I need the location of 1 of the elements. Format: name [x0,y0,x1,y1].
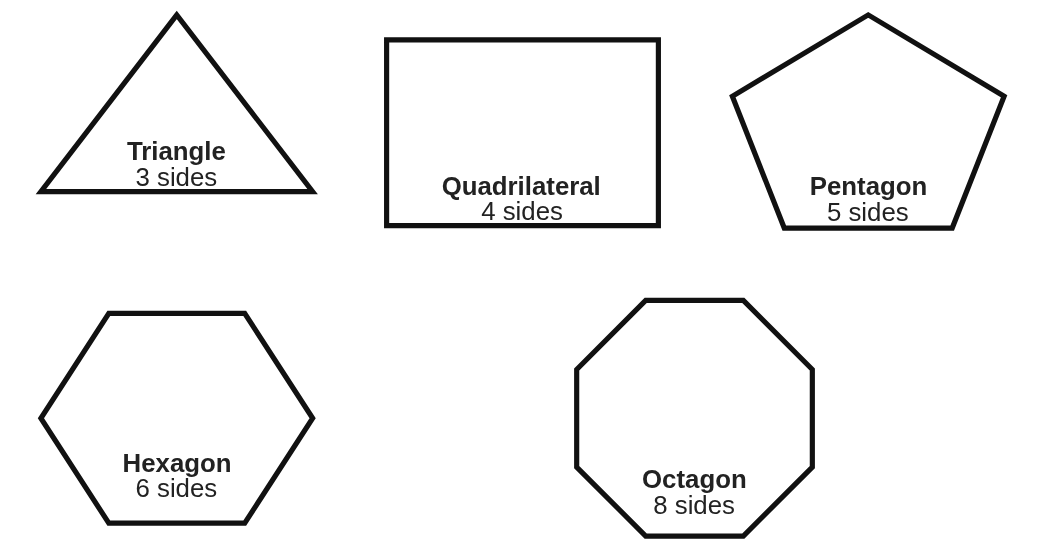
node-box: Quadrilateral 4 sides [384,37,661,229]
